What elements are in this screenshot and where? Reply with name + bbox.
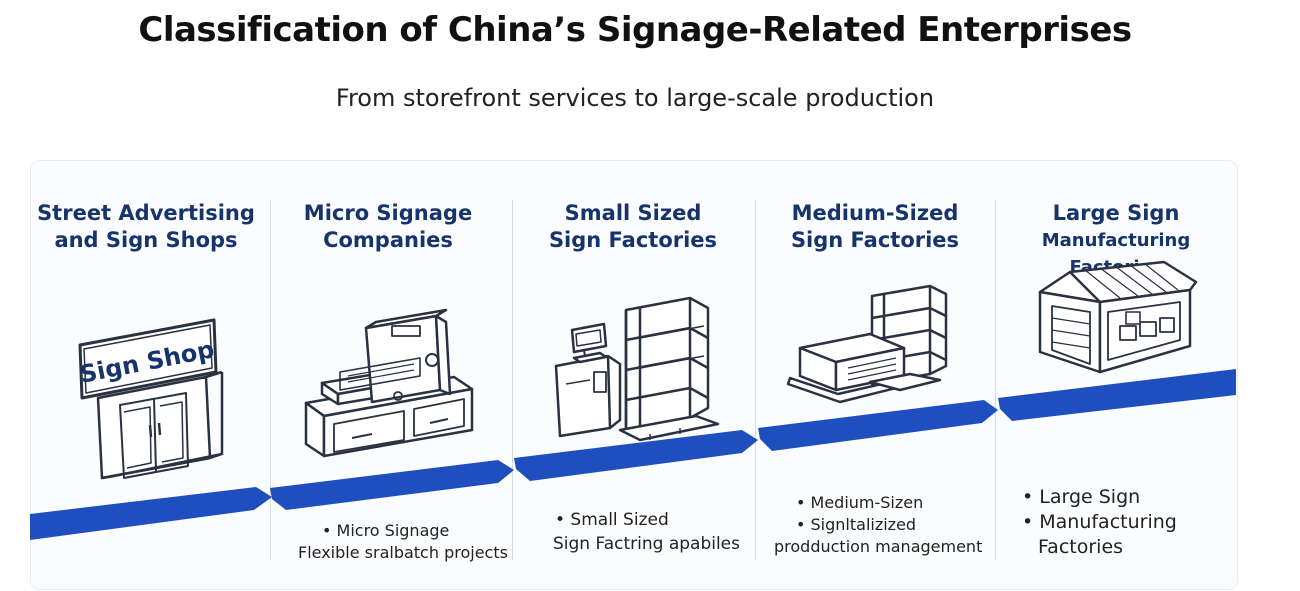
column-title-line: Micro Signage	[303, 201, 473, 225]
bullet-line: • Medium-Sizen	[796, 493, 924, 512]
warehouse-with-racks-icon	[786, 284, 948, 404]
column-title-line: Companies	[323, 228, 453, 252]
bullet-line: • Signltalizized	[796, 515, 917, 534]
column-title-line: Street Advertising	[37, 201, 255, 225]
column-title-line: Medium-Sized	[791, 201, 959, 225]
column-title-line: Sign Factories	[548, 228, 718, 252]
bullet-line: Sign Factring apabiles	[553, 534, 740, 554]
column-divider	[512, 200, 513, 560]
bullet-line: • Large Sign	[1022, 486, 1141, 508]
bullets-micro-signage: • Micro Signage Flexible sralbatch proje…	[298, 520, 508, 564]
page-title: Classification of China’s Signage-Relate…	[138, 10, 1132, 50]
workstation-and-racks-icon	[554, 296, 720, 442]
bullet-line: • Manufacturing	[1022, 511, 1177, 533]
column-title-street-sign-shops: Street Advertising and Sign Shops	[26, 200, 266, 254]
progress-arrow-band	[30, 369, 1236, 540]
bullet-line: Flexible sralbatch projects	[298, 543, 508, 562]
cnc-machine-icon	[304, 308, 474, 458]
column-divider	[755, 200, 756, 560]
bullet-line: prodduction management	[774, 537, 983, 556]
column-divider	[270, 200, 271, 560]
bullets-large-factories: • Large Sign • Manufacturing Factories	[1022, 485, 1177, 560]
column-title-medium-factories: Medium-Sized Sign Factories	[755, 200, 995, 254]
bullet-line: Factories	[1038, 536, 1124, 558]
column-title-line: Large Sign	[1052, 201, 1180, 225]
bullet-line: • Small Sized	[555, 510, 669, 530]
column-title-large-factories: Large Sign Manufacturing Factories	[996, 200, 1236, 281]
bullets-medium-factories: • Medium-Sizen • Signltalizized prodduct…	[774, 492, 982, 558]
column-title-small-factories: Small Sized Sign Factories	[513, 200, 753, 254]
large-factory-icon	[1038, 260, 1198, 374]
bullets-small-factories: • Small Sized Sign Factring apabiles	[553, 508, 740, 556]
bullet-line: • Micro Signage	[322, 521, 450, 540]
column-title-micro-signage: Micro Signage Companies	[268, 200, 508, 254]
sign-shop-storefront-icon	[78, 318, 224, 480]
column-divider	[995, 200, 996, 560]
column-title-line: Sign Factories	[790, 228, 960, 252]
page-subtitle: From storefront services to large-scale …	[335, 84, 935, 112]
column-title-line: and Sign Shops	[54, 228, 238, 252]
column-title-line: Small Sized	[564, 201, 702, 225]
